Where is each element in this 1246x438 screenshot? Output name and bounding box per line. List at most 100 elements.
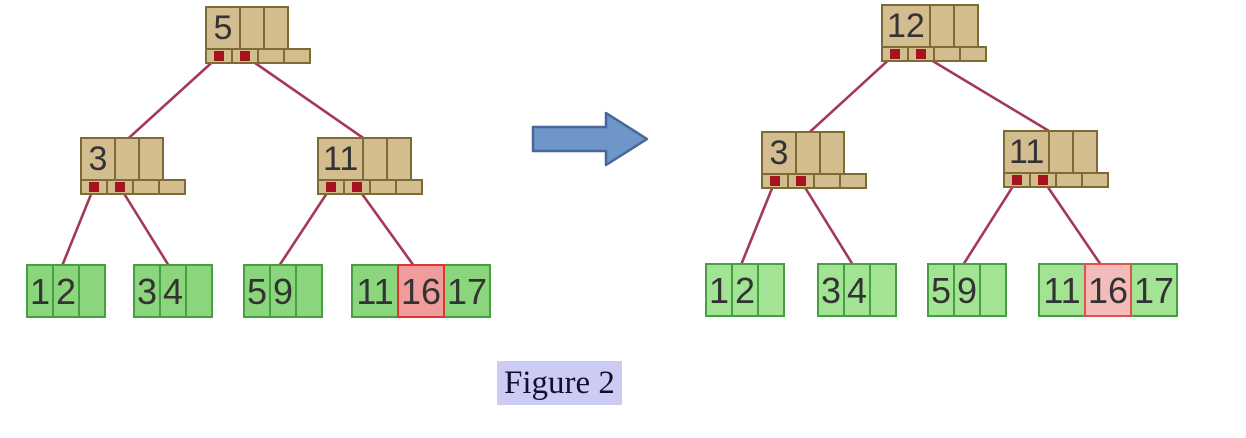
pointer-cell: [907, 46, 935, 62]
pointer-row: [881, 46, 987, 62]
leaf-cell: 2: [52, 264, 80, 318]
pointer-cell: [369, 179, 397, 195]
key-row: 11: [317, 137, 423, 181]
leaf-cell-empty: [757, 263, 785, 317]
internal-node-3: 3: [761, 131, 867, 189]
pointer-cell: [1003, 172, 1031, 188]
tree-edge: [920, 52, 1052, 134]
pointer-square: [214, 51, 224, 61]
tree-edge: [961, 179, 1019, 266]
pointer-row: [205, 48, 311, 64]
empty-key-cell: [1072, 130, 1099, 174]
pointer-cell: [1029, 172, 1057, 188]
tree-edge: [1041, 179, 1103, 266]
key-row: 5: [205, 6, 311, 50]
pointer-square: [770, 176, 780, 186]
node-key: 11: [317, 137, 365, 181]
pointer-square: [890, 49, 900, 59]
leaf-node-5-9: 5 9: [927, 263, 1007, 317]
pointer-cell: [761, 173, 789, 189]
tree-edge: [807, 53, 896, 134]
empty-key-cell: [928, 4, 955, 48]
pointer-cell: [787, 173, 815, 189]
empty-key-cell: [952, 4, 979, 48]
pointer-row: [317, 179, 423, 195]
leaf-node-5-9: 5 9: [243, 264, 323, 318]
leaf-cell: 9: [953, 263, 981, 317]
leaf-cell: 5: [243, 264, 271, 318]
internal-node-11: 11: [1003, 130, 1109, 188]
tree-edge: [355, 186, 416, 267]
tree-edge: [244, 54, 366, 141]
pointer-cell: [959, 46, 987, 62]
node-key: 3: [761, 131, 797, 175]
pointer-square: [916, 49, 926, 59]
leaf-node-11-16-17: 11 16 17: [351, 264, 491, 318]
pointer-cell: [813, 173, 841, 189]
tree-edge: [799, 180, 855, 266]
leaf-cell-empty: [979, 263, 1007, 317]
leaf-cell: 9: [269, 264, 297, 318]
empty-key-cell: [386, 137, 413, 181]
pointer-cell: [106, 179, 134, 195]
leaf-cell-empty: [869, 263, 897, 317]
leaf-cell-empty: [78, 264, 106, 318]
leaf-cell: 17: [443, 264, 491, 318]
empty-key-cell: [263, 6, 289, 50]
empty-key-cell: [114, 137, 140, 181]
pointer-cell: [132, 179, 160, 195]
node-key: 12: [881, 4, 931, 48]
empty-key-cell: [795, 131, 821, 175]
internal-node-11: 11: [317, 137, 423, 195]
pointer-square: [326, 182, 336, 192]
leaf-cell-highlighted: 16: [1084, 263, 1132, 317]
pointer-cell: [231, 48, 259, 64]
pointer-cell: [257, 48, 285, 64]
leaf-node-3-4: 3 4: [133, 264, 213, 318]
node-key: 11: [1003, 130, 1051, 174]
pointer-row: [761, 173, 867, 189]
pointer-cell: [933, 46, 961, 62]
right-arrow-icon: [531, 111, 649, 167]
pointer-cell: [80, 179, 108, 195]
pointer-cell: [395, 179, 423, 195]
leaf-cell: 3: [133, 264, 161, 318]
tree-edge: [60, 186, 96, 267]
pointer-row: [1003, 172, 1109, 188]
pointer-cell: [205, 48, 233, 64]
leaf-cell: 1: [26, 264, 54, 318]
pointer-row: [80, 179, 186, 195]
pointer-cell: [283, 48, 311, 64]
pointer-square: [352, 182, 362, 192]
leaf-cell-empty: [295, 264, 323, 318]
tree-edge: [118, 186, 171, 267]
leaf-cell: 3: [817, 263, 845, 317]
leaf-cell: 11: [351, 264, 399, 318]
leaf-cell: 11: [1038, 263, 1086, 317]
empty-key-cell: [819, 131, 845, 175]
leaf-cell: 1: [705, 263, 733, 317]
figure-caption: Figure 2: [497, 361, 622, 405]
key-row: 11: [1003, 130, 1109, 174]
leaf-node-3-4: 3 4: [817, 263, 897, 317]
tree-edge: [739, 180, 777, 266]
pointer-cell: [1055, 172, 1083, 188]
empty-key-cell: [239, 6, 265, 50]
node-key: 3: [80, 137, 116, 181]
pointer-cell: [317, 179, 345, 195]
internal-node-root-12: 12: [881, 4, 987, 62]
leaf-cell: 2: [731, 263, 759, 317]
empty-key-cell: [1048, 130, 1075, 174]
pointer-cell: [839, 173, 867, 189]
key-row: 12: [881, 4, 987, 48]
pointer-square: [89, 182, 99, 192]
leaf-cell: 5: [927, 263, 955, 317]
internal-node-3: 3: [80, 137, 186, 195]
tree-edge: [126, 55, 220, 140]
key-row: 3: [761, 131, 867, 175]
pointer-square: [240, 51, 250, 61]
pointer-cell: [158, 179, 186, 195]
leaf-node-11-16-17: 11 16 17: [1038, 263, 1178, 317]
